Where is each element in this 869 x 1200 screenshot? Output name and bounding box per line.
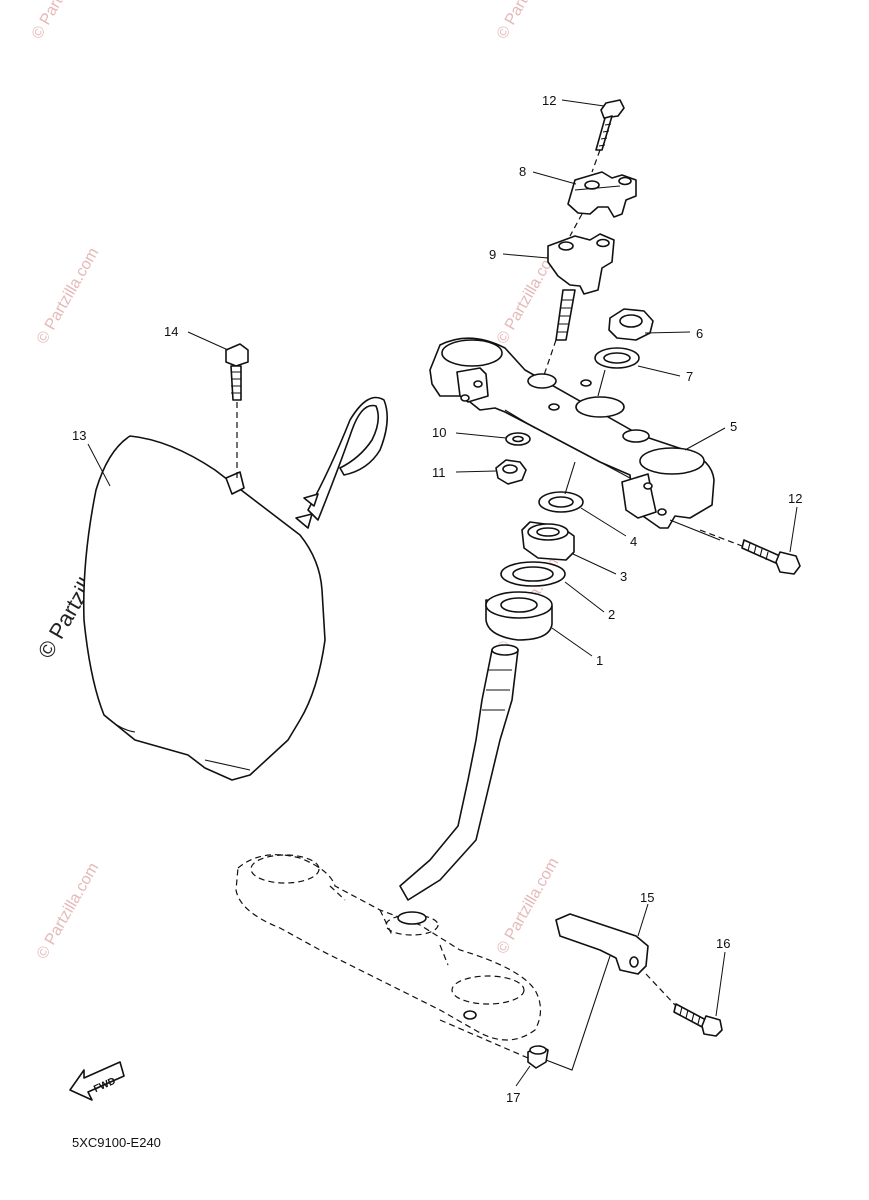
diagram-code: 5XC9100-E240 [72,1135,161,1150]
callout-4: 4 [630,534,637,549]
assembly-axis-lines [542,149,606,495]
collar-17 [439,955,611,1071]
callout-8: 8 [519,164,526,179]
handlebar-clamp-upper [567,171,637,218]
bolt-14 [225,343,249,478]
washer-7 [594,347,640,369]
callout-7: 7 [686,369,693,384]
callout-15: 15 [640,890,654,905]
watermark-text: © Partzilla.com [29,0,98,42]
callout-11: 11 [432,465,446,480]
bolt-12-top [595,99,625,151]
callout-6: 6 [696,326,703,341]
callout-9: 9 [489,247,496,262]
callout-12-right: 12 [788,491,802,506]
bracket-15 [555,913,649,975]
callout-labels: 12 8 9 6 7 5 10 11 4 3 2 1 12 13 14 15 1… [72,93,802,1105]
bolt-16 [645,973,723,1037]
nut-11 [495,459,527,485]
bolt-12-right [669,519,801,575]
dust-seal-2 [500,561,566,587]
callout-10: 10 [432,425,446,440]
fwd-arrow: FWD [69,1061,125,1101]
washer-10 [505,432,531,446]
handlebar-clamp-lower [547,233,615,341]
callout-3: 3 [620,569,627,584]
upper-triple-clamp [429,337,715,529]
steering-stem [399,644,519,901]
callout-5: 5 [730,419,737,434]
watermark-text: © Partzilla.com [34,245,103,347]
callout-14: 14 [164,324,178,339]
callout-12-top: 12 [542,93,556,108]
callout-17: 17 [506,1090,520,1105]
callout-2: 2 [608,607,615,622]
washer-4 [538,491,584,513]
callout-13: 13 [72,428,86,443]
ring-nut-3 [521,521,575,561]
steering-stem-nut [608,308,654,341]
lower-triple-clamp [235,854,542,1041]
watermark-text: © Partzilla.com [494,855,563,957]
leader-lines [87,99,798,1087]
bearing-1 [485,591,553,641]
callout-16: 16 [716,936,730,951]
watermark-text: © Partzilla.com [494,0,563,42]
callout-1: 1 [596,653,603,668]
number-plate [82,396,388,781]
watermark-text: © Partzilla.com [34,860,103,962]
